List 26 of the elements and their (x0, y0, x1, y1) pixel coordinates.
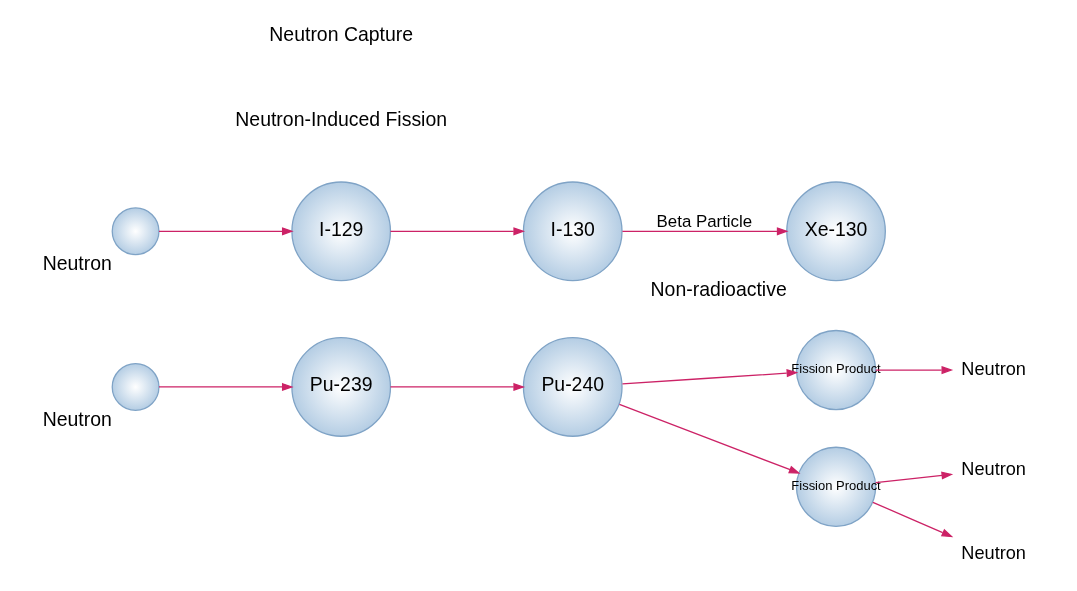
arrow (157, 227, 294, 236)
arrow (621, 227, 789, 236)
label: Neutron-Induced Fission (234, 107, 447, 130)
edge-label: Beta Particle (656, 211, 752, 231)
arrow (157, 382, 294, 392)
arrow (389, 227, 525, 236)
node-circle: Xe-130 (785, 181, 886, 282)
node-circle (111, 207, 160, 256)
node-label: Non-radioactive (650, 278, 787, 301)
node-text: Neutron (960, 458, 1026, 479)
node-circle (111, 362, 160, 411)
arrow (871, 501, 953, 538)
label: Neutron Capture (268, 23, 413, 46)
arrow (874, 471, 953, 484)
arrow (389, 382, 525, 392)
node-text: Neutron (960, 543, 1026, 564)
arrow (618, 403, 800, 474)
arrow (874, 366, 953, 375)
node-circle: Pu-239 (290, 337, 391, 437)
node-label: Neutron (42, 407, 112, 430)
node-text: Neutron (960, 358, 1026, 379)
node-circle: Pu-240 (522, 337, 623, 437)
node-circle: I-129 (290, 181, 391, 282)
node-circle: I-130 (522, 181, 623, 282)
arrow (621, 369, 798, 385)
node-label: Neutron (42, 252, 112, 275)
